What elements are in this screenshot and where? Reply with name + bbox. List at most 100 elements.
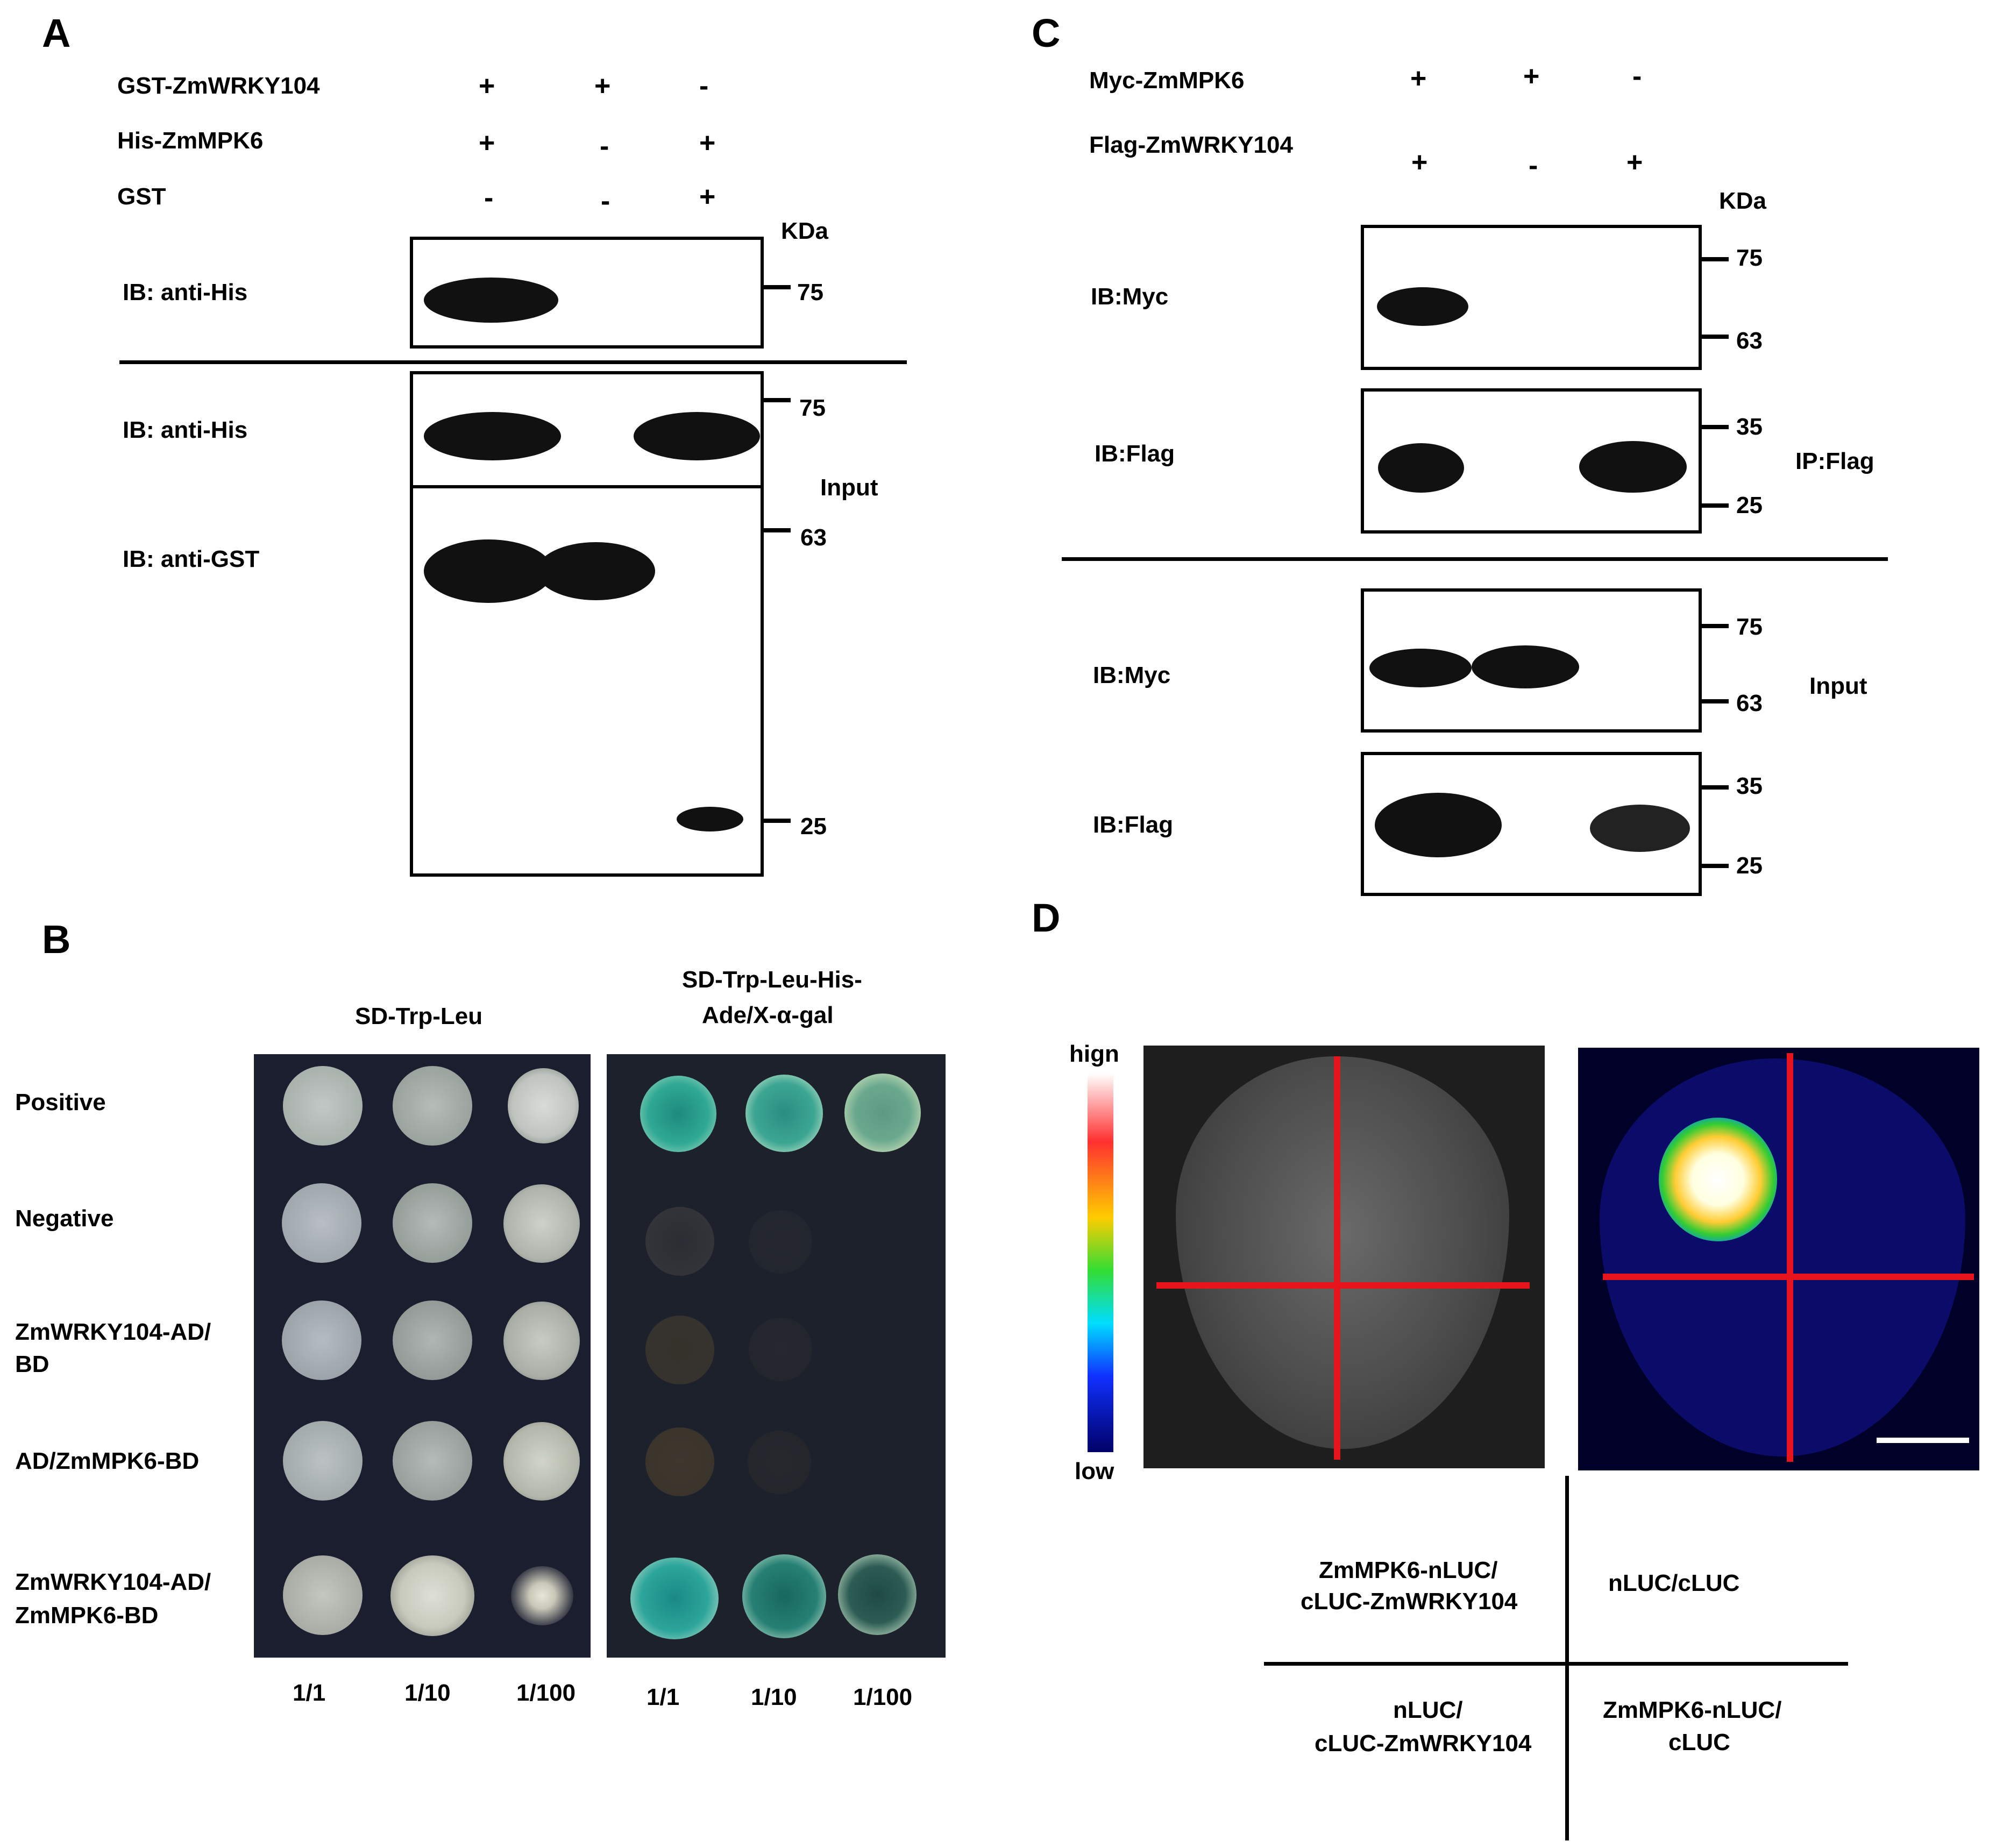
plate-title: SD-Trp-Leu: [355, 1003, 483, 1029]
panel-c-marker: 35: [1736, 773, 1763, 799]
blot-band: [1377, 287, 1468, 326]
panel-c-blot-1: [1361, 225, 1702, 370]
yeast-spot: [742, 1554, 826, 1638]
panel-c-letter: C: [1032, 11, 1061, 55]
panel-c-marker: 63: [1736, 328, 1763, 354]
luminescence-color-scale: [1088, 1074, 1113, 1452]
scale-low-label: low: [1075, 1458, 1114, 1484]
panel-a-divider: [119, 360, 907, 364]
panel-a-blot-2: [410, 371, 764, 488]
yeast-spot: [393, 1300, 472, 1380]
panel-c-marker: 25: [1736, 852, 1763, 879]
quadrant-label: cLUC-ZmWRKY104: [1301, 1588, 1518, 1615]
panel-a-sign: -: [484, 182, 494, 214]
yeast-spot: [393, 1066, 472, 1146]
panel-a-blot-3: [410, 485, 764, 877]
panel-c-sign: -: [1529, 150, 1538, 181]
panel-c-blot-label: IB:Flag: [1095, 440, 1175, 467]
strain-label: ZmWRKY104-AD/: [15, 1569, 211, 1595]
leaf-shape: [1176, 1056, 1509, 1449]
blot-band: [424, 539, 553, 603]
panel-a-letter: A: [42, 11, 71, 55]
yeast-spot: [745, 1075, 823, 1152]
panel-c-sign: +: [1410, 63, 1427, 94]
blot-band: [424, 412, 561, 460]
marker-tick: [1702, 503, 1729, 508]
panel-a-sign: +: [479, 127, 495, 159]
panel-d-letter: D: [1032, 895, 1061, 940]
yeast-spot: [748, 1431, 811, 1494]
panel-a-sign: +: [594, 70, 611, 102]
cross-line-horizontal: [1156, 1282, 1530, 1289]
quadrant-divider-vertical: [1565, 1476, 1569, 1840]
blot-band: [634, 412, 760, 460]
yeast-spot: [283, 1066, 363, 1146]
panel-a-marker: 63: [800, 524, 827, 551]
marker-tick: [764, 285, 791, 289]
strain-label: AD/ZmMPK6-BD: [15, 1448, 200, 1474]
quadrant-divider-horizontal: [1264, 1662, 1848, 1666]
scale-bar: [1877, 1438, 1969, 1443]
panel-c-blot-3: [1361, 588, 1702, 733]
strain-label: BD: [15, 1351, 49, 1377]
dilution-label: 1/100: [516, 1680, 576, 1706]
panel-c-marker: 75: [1736, 245, 1763, 271]
panel-c-kda-label: KDa: [1719, 188, 1767, 214]
panel-c-marker: 63: [1736, 690, 1763, 716]
plate-title: SD-Trp-Leu-His-: [682, 966, 862, 993]
dilution-label: 1/10: [404, 1680, 451, 1706]
marker-tick: [1702, 257, 1729, 261]
ip-label: IP:Flag: [1795, 448, 1874, 474]
marker-tick: [1702, 335, 1729, 339]
panel-a-sign: +: [699, 127, 716, 159]
blot-band: [1369, 649, 1472, 687]
quadrant-label: cLUC-ZmWRKY104: [1315, 1730, 1532, 1757]
cross-line-vertical: [1334, 1056, 1340, 1460]
yeast-spot: [503, 1302, 580, 1380]
panel-a-sign: +: [479, 70, 495, 102]
strain-label: Negative: [15, 1205, 114, 1232]
yeast-spot: [645, 1316, 714, 1384]
cross-line-vertical: [1787, 1053, 1793, 1462]
panel-b-letter: B: [42, 917, 71, 962]
blot-band: [1579, 441, 1687, 493]
marker-tick: [1702, 425, 1729, 429]
panel-a-sign: -: [699, 70, 709, 102]
yeast-spot: [844, 1074, 921, 1152]
luminescence-leaf-image: [1578, 1048, 1979, 1470]
bright-field-leaf-image: [1143, 1046, 1545, 1468]
yeast-spot: [645, 1207, 714, 1276]
plate-title: Ade/X-α-gal: [702, 1002, 834, 1028]
blot-band: [1590, 805, 1690, 852]
panel-c-row-label: Myc-ZmMPK6: [1089, 67, 1245, 94]
marker-tick: [1702, 864, 1729, 868]
panel-a-row-label: His-ZmMPK6: [117, 127, 264, 154]
panel-a-blot-label: IB: anti-His: [123, 417, 248, 443]
yeast-spot: [283, 1421, 363, 1501]
panel-c-divider: [1062, 557, 1888, 561]
blot-band: [1375, 793, 1502, 857]
panel-a-sign: -: [601, 186, 610, 217]
panel-c-marker: 75: [1736, 614, 1763, 640]
luminescence-signal: [1659, 1118, 1777, 1241]
yeast-spot: [503, 1422, 580, 1501]
yeast-spot: [749, 1210, 812, 1274]
plate-sd-trp-leu: [254, 1054, 591, 1658]
dilution-label: 1/10: [751, 1684, 797, 1710]
quadrant-label: ZmMPK6-nLUC/: [1319, 1557, 1498, 1583]
panel-a-row-label: GST: [117, 183, 166, 210]
yeast-spot: [503, 1184, 580, 1263]
yeast-spot: [393, 1421, 472, 1501]
panel-c-marker: 35: [1736, 414, 1763, 440]
panel-c-blot-4: [1361, 752, 1702, 896]
panel-c-input-label: Input: [1809, 673, 1867, 699]
marker-tick: [764, 398, 791, 402]
yeast-spot: [282, 1183, 361, 1263]
strain-label: ZmWRKY104-AD/: [15, 1319, 211, 1345]
leaf-shape: [1600, 1058, 1965, 1456]
yeast-spot: [838, 1554, 917, 1635]
panel-a-blot-label: IB: anti-His: [123, 279, 248, 305]
panel-a-sign: +: [699, 181, 716, 212]
marker-tick: [764, 819, 791, 823]
